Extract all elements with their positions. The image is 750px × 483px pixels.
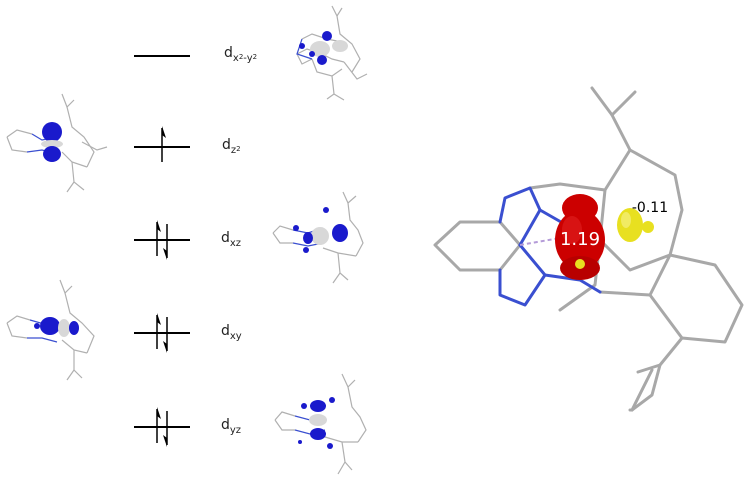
spin-pair-arrows [156, 407, 168, 447]
spin-up-arrow [161, 126, 166, 162]
orbital-image-dxz [272, 191, 364, 284]
metal-spin-value: 1.19 [560, 229, 600, 250]
orbital-label-dxz: dxz [221, 230, 242, 249]
spin-density-structure: 1.19 -0.11 [433, 86, 744, 412]
orbital-label-dz2: dz2 [222, 137, 241, 156]
orbital-label-dyz: dyz [221, 417, 242, 436]
spin-pair-arrows [156, 220, 168, 260]
orbital-image-dyz [274, 373, 367, 475]
orbital-image-dx2y2 [296, 5, 368, 101]
spin-pair-arrows [156, 313, 168, 353]
orbital-label-dx2y2: dx2-y2 [224, 45, 258, 64]
orbital-label-dxy: dxy [221, 323, 242, 342]
ligand-spin-value: -0.11 [632, 200, 668, 216]
orbital-image-dz2 [6, 93, 108, 193]
orbital-image-dxy [6, 279, 95, 381]
